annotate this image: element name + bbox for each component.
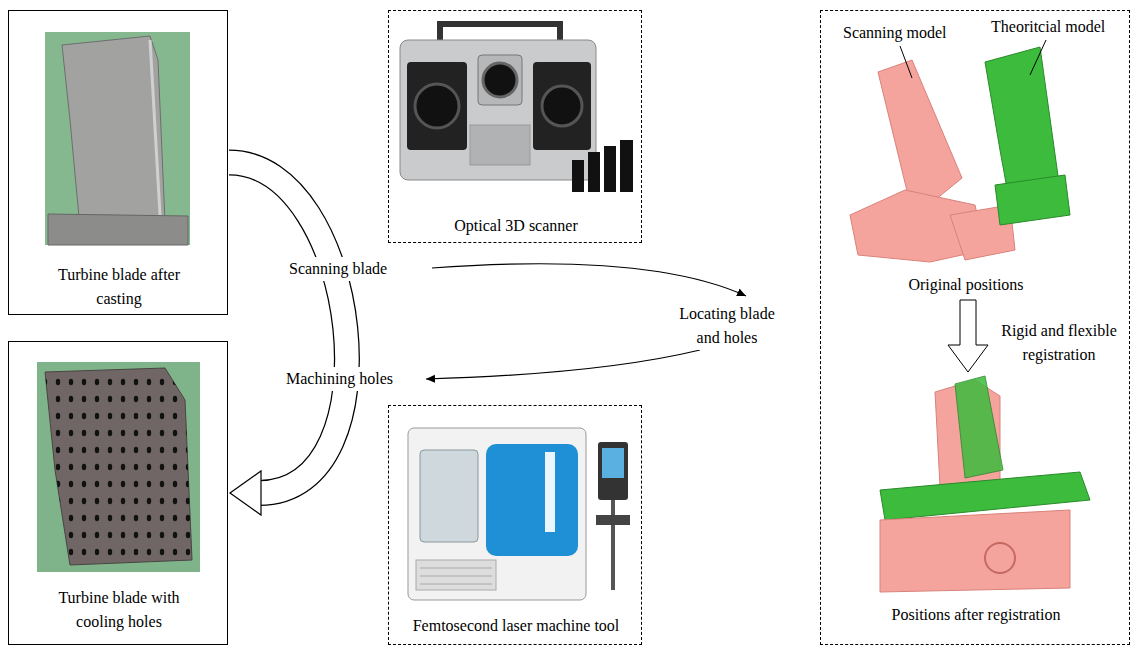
machine-body: [408, 428, 586, 600]
leader-line: [900, 46, 912, 78]
photo-ground: [37, 362, 200, 572]
flow-arrow: [426, 350, 700, 379]
arrow-band-outline: [229, 163, 347, 494]
node-text: Rigid and flexible registration: [991, 319, 1127, 367]
scanner-illustration: [400, 24, 633, 192]
blade-platform: [48, 214, 188, 245]
flow-label: Machining holes: [284, 367, 395, 391]
spare-lens: [604, 146, 616, 192]
node-text: Turbine blade with cooling holes: [44, 586, 194, 634]
machine-window: [420, 450, 478, 542]
hollow-down-arrow: [948, 300, 988, 372]
spare-lens: [572, 160, 584, 192]
node-text: Turbine blade after casting: [44, 263, 194, 311]
scanner-grille: [470, 125, 530, 165]
drilled-blade-photo: [37, 362, 200, 572]
grille-line: [420, 584, 492, 585]
fixture-bolt: [985, 543, 1015, 573]
control-pole: [611, 500, 615, 590]
scanner-panel: [407, 62, 467, 150]
flow-arrow: [432, 264, 746, 296]
grille-line: [420, 568, 492, 569]
leader-line: [1030, 40, 1046, 75]
node-text: Scanning model: [843, 21, 963, 45]
scanner-camera: [478, 55, 522, 105]
control-panel: [598, 442, 628, 500]
scanner-lens: [542, 86, 582, 126]
flow-label: Scanning blade: [287, 257, 389, 281]
control-screen: [602, 448, 624, 478]
spare-lens: [620, 140, 633, 192]
node-text: Femtosecond laser machine tool: [399, 614, 633, 638]
blade-edge: [150, 40, 160, 215]
theory-blade: [955, 376, 1003, 478]
node-text: Theoritcial model: [991, 15, 1126, 39]
scanner-panel: [533, 62, 591, 150]
spare-lens: [588, 152, 600, 192]
arrow-band-fill: [229, 163, 347, 494]
registration-panel: Scanning model Theoritcial modelOriginal …: [820, 10, 1130, 645]
photo-box: Turbine blade after casting: [8, 10, 228, 315]
cast-blade-photo: [45, 32, 190, 245]
photo-ground: [45, 32, 190, 245]
original-positions-model: [850, 40, 1070, 262]
registered-model: [880, 376, 1090, 592]
scan-blade: [878, 60, 962, 200]
node-text: Positions after registration: [851, 603, 1101, 627]
node-text: Optical 3D scanner: [399, 214, 633, 238]
laser-machine-illustration: [408, 428, 630, 600]
machine-stripe: [545, 452, 555, 532]
flow-label: Locating blade and holes: [666, 302, 788, 350]
node-text: Original positions: [876, 273, 1056, 297]
hollow-curved-arrow: [229, 163, 347, 516]
machine-blue-panel: [486, 444, 578, 556]
control-keyboard: [596, 515, 630, 525]
photo-box: Turbine blade with cooling holes: [8, 341, 228, 645]
machine-grille: [416, 560, 496, 590]
scanner-camera-lens: [483, 63, 517, 97]
equipment-box: Femtosecond laser machine tool: [388, 405, 642, 645]
blade-shape: [62, 36, 165, 228]
scanner-handle: [440, 24, 560, 42]
scanner-lens: [415, 84, 459, 128]
equipment-box: Optical 3D scanner: [388, 10, 642, 243]
grille-line: [420, 576, 492, 577]
blade-shape: [45, 368, 192, 565]
scan-fixture: [880, 510, 1070, 592]
scanner-body: [400, 40, 596, 180]
cooling-holes: [45, 368, 192, 565]
hollow-arrowhead: [230, 471, 261, 515]
theory-root: [995, 175, 1070, 225]
